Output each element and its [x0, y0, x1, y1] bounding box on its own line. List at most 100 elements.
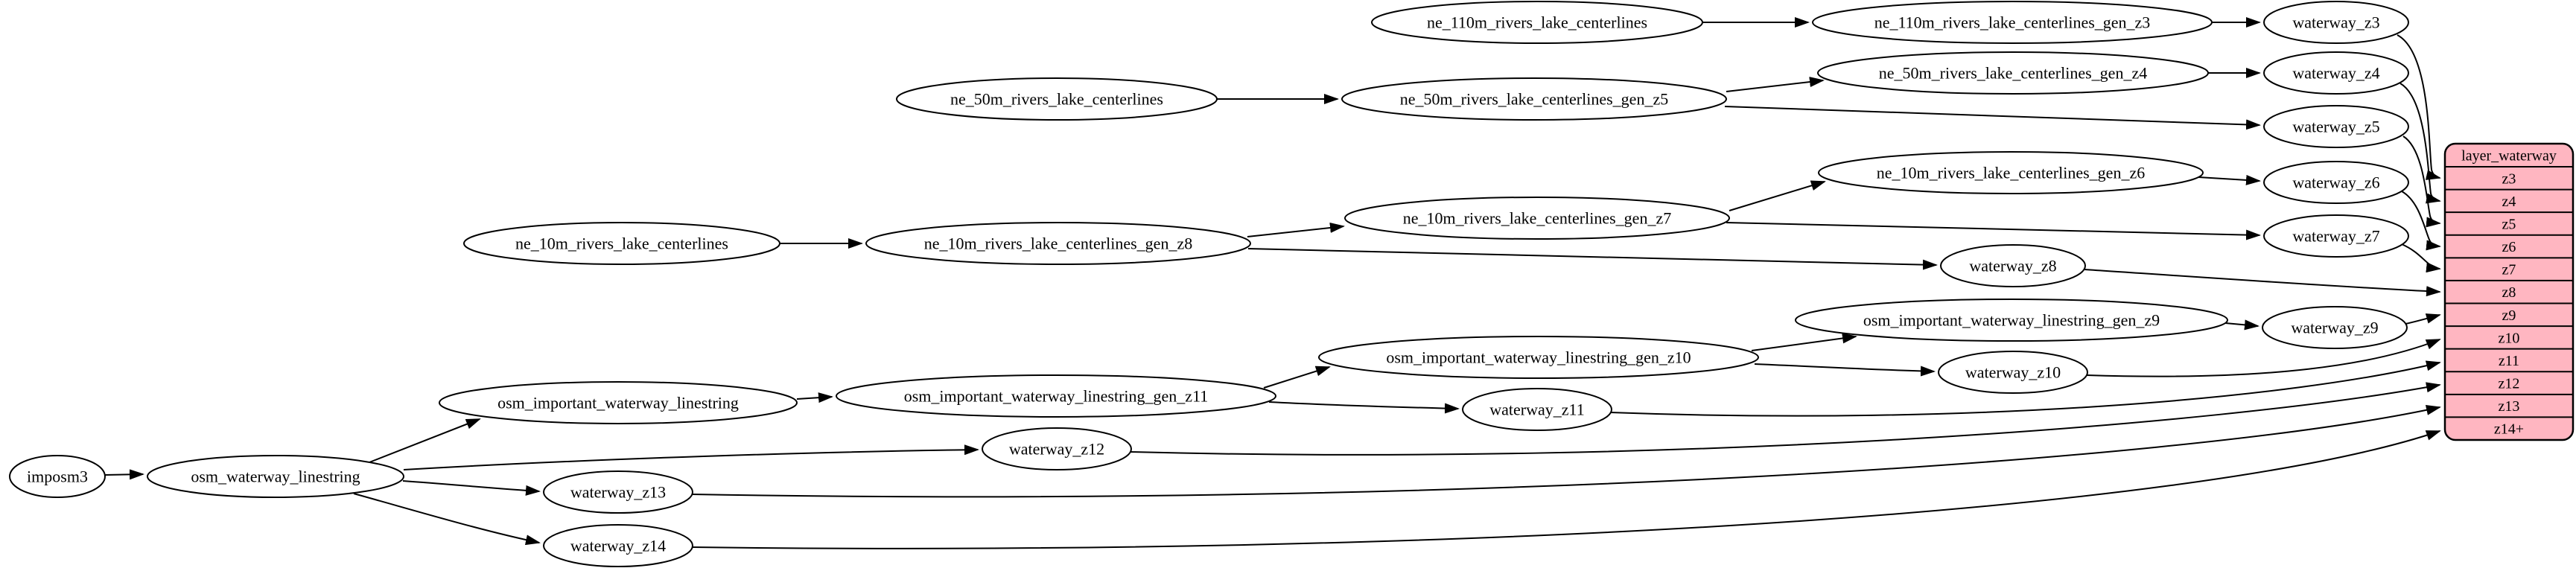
node-ellipse-waterway_z9 — [2262, 306, 2408, 349]
node-ellipse-waterway_z5 — [2263, 105, 2409, 148]
node-waterway_z14: waterway_z14 — [543, 524, 693, 567]
edge-waterway_z5-to-layer_waterway-z5 — [2402, 135, 2441, 228]
node-ne_110m_rivers_lake_centerlines_gen_z3: ne_110m_rivers_lake_centerlines_gen_z3 — [1812, 1, 2213, 44]
edge-waterway_z3-to-layer_waterway-z3 — [2397, 34, 2441, 180]
node-ne_10m_rivers_lake_centerlines_gen_z7: ne_10m_rivers_lake_centerlines_gen_z7 — [1344, 197, 1730, 240]
node-osm_important_waterway_linestring_gen_z10: osm_important_waterway_linestring_gen_z1… — [1318, 336, 1759, 379]
node-waterway_z13: waterway_z13 — [543, 470, 693, 514]
node-waterway_z11: waterway_z11 — [1462, 388, 1612, 431]
edge-osm_important_waterway_linestring_gen_z9-to-waterway_z9 — [2224, 319, 2259, 331]
node-ellipse-waterway_z7 — [2263, 214, 2409, 258]
node-ellipse-osm_important_waterway_linestring_gen_z11 — [836, 374, 1276, 418]
table-row-z6: z6 — [2502, 239, 2516, 255]
edge-ne_10m_rivers_lake_centerlines_gen_z8-to-ne_10m_rivers_lake_centerlines_gen_z7 — [1247, 222, 1345, 237]
node-label-osm_important_waterway_linestring: osm_important_waterway_linestring — [497, 394, 739, 412]
node-label-waterway_z6: waterway_z6 — [2292, 173, 2379, 192]
node-ellipse-waterway_z11 — [1462, 388, 1612, 431]
edge-ne_10m_rivers_lake_centerlines_gen_z8-to-waterway_z8 — [1247, 248, 1938, 270]
node-label-ne_10m_rivers_lake_centerlines_gen_z8: ne_10m_rivers_lake_centerlines_gen_z8 — [924, 234, 1192, 253]
node-label-waterway_z5: waterway_z5 — [2292, 118, 2379, 136]
node-label-waterway_z12: waterway_z12 — [1009, 440, 1104, 459]
node-ne_50m_rivers_lake_centerlines: ne_50m_rivers_lake_centerlines — [896, 77, 1218, 121]
edge-waterway_z14-to-layer_waterway-z14+ — [691, 430, 2441, 549]
edge-osm_waterway_linestring-to-waterway_z12 — [403, 444, 979, 470]
node-label-waterway_z11: waterway_z11 — [1489, 401, 1584, 419]
node-label-waterway_z8: waterway_z8 — [1969, 257, 2056, 275]
edge-imposm3-to-osm_waterway_linestring — [104, 469, 144, 480]
edge-osm_waterway_linestring-to-waterway_z14 — [353, 493, 541, 546]
table-row-z9: z9 — [2502, 307, 2516, 324]
node-label-ne_110m_rivers_lake_centerlines: ne_110m_rivers_lake_centerlines — [1427, 13, 1647, 32]
table-row-z3: z3 — [2502, 170, 2516, 187]
edge-waterway_z13-to-layer_waterway-z13 — [691, 405, 2441, 498]
node-ellipse-osm_important_waterway_linestring — [439, 381, 798, 424]
node-waterway_z9: waterway_z9 — [2262, 306, 2408, 349]
node-ellipse-imposm3 — [9, 455, 106, 498]
node-ellipse-waterway_z6 — [2263, 161, 2409, 204]
edge-osm_important_waterway_linestring_gen_z10-to-waterway_z10 — [1754, 363, 1936, 377]
node-label-waterway_z14: waterway_z14 — [570, 537, 666, 555]
node-ellipse-ne_110m_rivers_lake_centerlines — [1371, 1, 1703, 44]
node-label-ne_10m_rivers_lake_centerlines_gen_z6: ne_10m_rivers_lake_centerlines_gen_z6 — [1877, 164, 2145, 182]
node-ellipse-ne_10m_rivers_lake_centerlines_gen_z6 — [1818, 151, 2204, 194]
node-ellipse-ne_50m_rivers_lake_centerlines_gen_z4 — [1817, 51, 2209, 95]
node-osm_important_waterway_linestring: osm_important_waterway_linestring — [439, 381, 798, 424]
node-ellipse-waterway_z3 — [2263, 1, 2409, 44]
node-ellipse-osm_important_waterway_linestring_gen_z9 — [1795, 299, 2228, 342]
edge-waterway_z9-to-layer_waterway-z9 — [2405, 313, 2441, 325]
node-label-waterway_z13: waterway_z13 — [570, 483, 666, 502]
node-ellipse-waterway_z4 — [2263, 51, 2409, 95]
node-osm_waterway_linestring: osm_waterway_linestring — [147, 455, 404, 498]
node-imposm3: imposm3 — [9, 455, 106, 498]
node-ellipse-waterway_z10 — [1938, 351, 2088, 394]
edge-osm_important_waterway_linestring-to-osm_important_waterway_linestring_gen_z11 — [796, 392, 833, 403]
edge-waterway_z4-to-layer_waterway-z4 — [2400, 83, 2441, 204]
node-osm_important_waterway_linestring_gen_z11: osm_important_waterway_linestring_gen_z1… — [836, 374, 1276, 418]
node-ellipse-ne_50m_rivers_lake_centerlines_gen_z5 — [1341, 77, 1727, 121]
layer-waterway-table-title: layer_waterway — [2461, 148, 2557, 165]
edge-waterway_z12-to-layer_waterway-z12 — [1130, 382, 2441, 456]
node-label-ne_10m_rivers_lake_centerlines_gen_z7: ne_10m_rivers_lake_centerlines_gen_z7 — [1403, 209, 1671, 228]
edge-ne_10m_rivers_lake_centerlines_gen_z7-to-ne_10m_rivers_lake_centerlines_gen_z6 — [1729, 180, 1826, 211]
node-ellipse-waterway_z12 — [982, 427, 1132, 470]
node-ne_50m_rivers_lake_centerlines_gen_z4: ne_50m_rivers_lake_centerlines_gen_z4 — [1817, 51, 2209, 95]
edge-waterway_z11-to-layer_waterway-z11 — [1609, 360, 2441, 417]
node-ellipse-osm_important_waterway_linestring_gen_z10 — [1318, 336, 1759, 379]
table-row-z12: z12 — [2499, 376, 2520, 392]
table-row-z5: z5 — [2502, 216, 2516, 232]
node-waterway_z4: waterway_z4 — [2263, 51, 2409, 95]
node-ellipse-waterway_z14 — [543, 524, 693, 567]
node-ellipse-ne_10m_rivers_lake_centerlines — [463, 222, 780, 265]
node-label-waterway_z3: waterway_z3 — [2292, 13, 2379, 32]
node-label-osm_important_waterway_linestring_gen_z11: osm_important_waterway_linestring_gen_z1… — [904, 387, 1209, 406]
node-waterway_z12: waterway_z12 — [982, 427, 1132, 470]
node-ne_110m_rivers_lake_centerlines: ne_110m_rivers_lake_centerlines — [1371, 1, 1703, 44]
node-label-waterway_z4: waterway_z4 — [2292, 64, 2379, 83]
layer-waterway-table: layer_waterwayz3z4z5z6z7z8z9z10z11z12z13… — [2443, 142, 2575, 441]
node-waterway_z5: waterway_z5 — [2263, 105, 2409, 148]
edge-osm_waterway_linestring-to-waterway_z13 — [402, 480, 541, 496]
node-label-waterway_z9: waterway_z9 — [2291, 319, 2378, 337]
node-label-ne_10m_rivers_lake_centerlines: ne_10m_rivers_lake_centerlines — [515, 234, 728, 253]
edge-osm_important_waterway_linestring_gen_z10-to-osm_important_waterway_linestring_gen_z9 — [1751, 333, 1857, 351]
node-label-osm_important_waterway_linestring_gen_z10: osm_important_waterway_linestring_gen_z1… — [1386, 348, 1691, 367]
node-osm_important_waterway_linestring_gen_z9: osm_important_waterway_linestring_gen_z9 — [1795, 299, 2228, 342]
edge-waterway_z8-to-layer_waterway-z8 — [2084, 269, 2441, 297]
node-ellipse-waterway_z8 — [1940, 244, 2086, 287]
edge-waterway_z10-to-layer_waterway-z10 — [2086, 339, 2441, 377]
node-label-ne_110m_rivers_lake_centerlines_gen_z3: ne_110m_rivers_lake_centerlines_gen_z3 — [1874, 13, 2151, 32]
node-label-waterway_z7: waterway_z7 — [2292, 227, 2379, 246]
node-ne_10m_rivers_lake_centerlines: ne_10m_rivers_lake_centerlines — [463, 222, 780, 265]
edge-waterway_z6-to-layer_waterway-z6 — [2401, 191, 2441, 251]
node-ellipse-ne_110m_rivers_lake_centerlines_gen_z3 — [1812, 1, 2213, 44]
node-ellipse-waterway_z13 — [543, 470, 693, 514]
edge-waterway_z7-to-layer_waterway-z7 — [2401, 243, 2441, 273]
edge-ne_10m_rivers_lake_centerlines_gen_z7-to-waterway_z7 — [1726, 222, 2261, 240]
node-ellipse-osm_waterway_linestring — [147, 455, 404, 498]
node-waterway_z10: waterway_z10 — [1938, 351, 2088, 394]
table-row-z10: z10 — [2499, 330, 2520, 346]
node-label-waterway_z10: waterway_z10 — [1965, 363, 2061, 382]
table-row-z4: z4 — [2502, 194, 2516, 210]
node-ne_50m_rivers_lake_centerlines_gen_z5: ne_50m_rivers_lake_centerlines_gen_z5 — [1341, 77, 1727, 121]
